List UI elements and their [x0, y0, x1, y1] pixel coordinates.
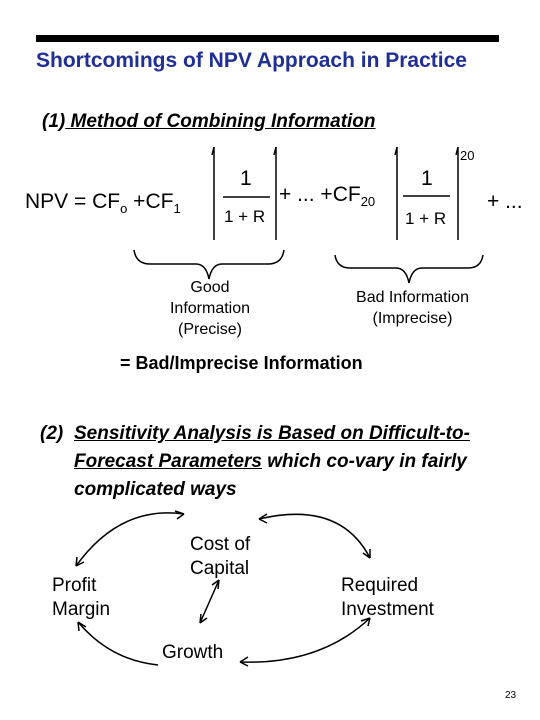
title-rule: [36, 35, 499, 42]
npv-lhs-text: NPV = CF: [25, 190, 121, 213]
node-growth: Growth: [162, 642, 224, 663]
conclusion-text: = Bad/Imprecise Information: [120, 353, 363, 373]
section-1-heading: (1) Method of Combining Information: [42, 111, 376, 133]
slide-title: Shortcomings of NPV Approach in Practice: [36, 49, 467, 72]
fraction-2-denominator: 1 + R: [405, 209, 447, 228]
fraction-1-numerator: 1: [240, 167, 252, 190]
section-1-number: (1): [42, 111, 66, 132]
good-information-label: Good Information (Precise): [169, 279, 251, 338]
section-2-rest: which co-vary in fairly complicated ways: [74, 451, 467, 500]
section-2-number: (2): [40, 423, 64, 444]
equation-tail: + ...: [487, 190, 523, 213]
cf-subscript-20: 20: [360, 194, 376, 210]
cf-subscript-o: o: [120, 201, 128, 217]
bad-information-label: Bad Information (Imprecise): [356, 289, 469, 327]
brace-good: [133, 249, 285, 280]
arrow-profit-to-growth: [77, 621, 159, 666]
node-profit-margin: Profit Margin: [52, 575, 111, 620]
exponent-20: 20: [460, 148, 475, 163]
fraction-2-numerator: 1: [421, 167, 433, 190]
fraction-1-denominator: 1 + R: [224, 207, 266, 226]
cf-subscript-1: 1: [173, 201, 181, 217]
brace-bad: [334, 254, 484, 284]
mid-text: + ... +CF: [279, 183, 361, 206]
arrow-cost-to-growth: [199, 579, 220, 624]
plus-cf-text: +CF: [127, 190, 174, 213]
equation-middle: + ... +CF20: [279, 183, 375, 214]
arrow-growth-to-investment: [239, 617, 371, 663]
page-number: 23: [505, 690, 517, 701]
npv-equation-lhs: NPV = CFo +CF1: [25, 190, 181, 221]
arrow-cost-to-investment: [258, 513, 371, 559]
node-cost-of-capital: Cost of Capital: [190, 534, 251, 579]
arrow-profit-to-cost: [75, 512, 185, 567]
section-2-underlined: Sensitivity Analysis is Based on Difficu…: [74, 423, 470, 472]
section-1-title: Method of Combining Information: [65, 111, 376, 132]
section-2-heading: (2) Sensitivity Analysis is Based on Dif…: [40, 420, 520, 504]
node-required-investment: Required Investment: [341, 575, 434, 620]
